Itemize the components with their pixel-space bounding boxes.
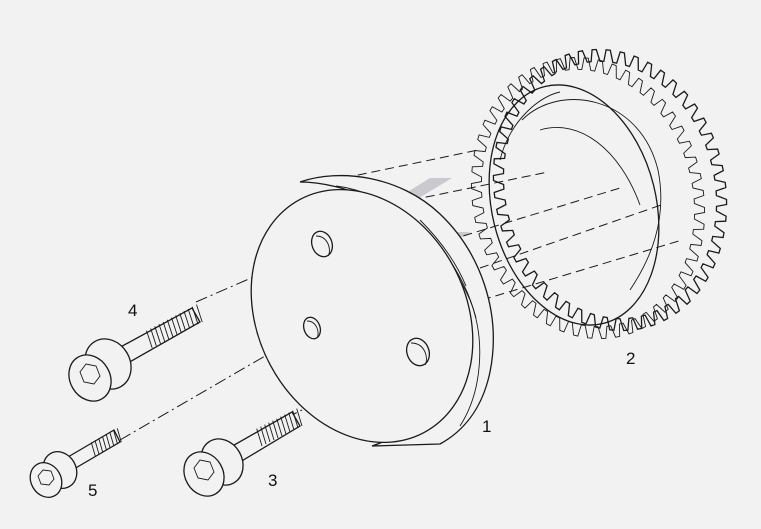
- bolt-thread-line: [288, 412, 295, 431]
- callout-5: 5: [88, 481, 97, 500]
- gear-ring: [470, 48, 728, 339]
- bolt-thread-line: [94, 440, 100, 455]
- bolt-thread-line: [109, 432, 115, 447]
- bolt-thread-line: [154, 326, 161, 344]
- bolt-long-lower: [183, 408, 303, 497]
- callout-1: 1: [482, 417, 491, 436]
- callout-2: 2: [626, 349, 635, 368]
- bolt-thread-line: [98, 438, 104, 453]
- bolt-thread-line: [276, 418, 283, 437]
- bolt-thread-line: [292, 410, 299, 429]
- flange-hub: [250, 174, 494, 447]
- bolt-thread-line: [272, 420, 279, 439]
- flange-hole: [405, 337, 431, 367]
- bolt-thread-line: [113, 430, 119, 445]
- bolt-thread-line: [166, 319, 174, 338]
- bolt-thread-line: [191, 306, 199, 325]
- bolt-thread-line: [196, 304, 203, 323]
- bolt-thread-line: [102, 436, 107, 451]
- bolt-thread-line: [296, 408, 303, 427]
- bolt-thread-line: [260, 426, 267, 445]
- flange-hole: [310, 230, 334, 258]
- bolt-short: [29, 428, 122, 498]
- callout-4: 4: [128, 301, 137, 320]
- bolt-thread-line: [264, 424, 271, 443]
- bolt-thread-line: [284, 414, 291, 433]
- bolt-long-upper: [68, 304, 203, 402]
- callout-3: 3: [268, 471, 277, 490]
- bolt-thread-line: [162, 321, 170, 340]
- bolt-thread-line: [146, 330, 153, 349]
- bolt-thread-line: [105, 434, 111, 449]
- bolt-thread-line: [256, 428, 263, 447]
- bolt-thread-line: [280, 416, 287, 435]
- bolt-thread-line: [158, 323, 166, 342]
- bolt-thread-line: [268, 422, 275, 441]
- bolt-thread-line: [179, 313, 186, 331]
- bolt-thread-line: [116, 428, 122, 443]
- flange-hole: [302, 316, 322, 340]
- bolt-thread-line: [171, 317, 178, 336]
- bolt-thread-line: [187, 308, 195, 327]
- bolt-thread-line: [90, 442, 96, 457]
- bolt-thread-line: [150, 328, 157, 346]
- bolt-thread-line: [183, 310, 191, 329]
- bolt-thread-line: [175, 315, 182, 333]
